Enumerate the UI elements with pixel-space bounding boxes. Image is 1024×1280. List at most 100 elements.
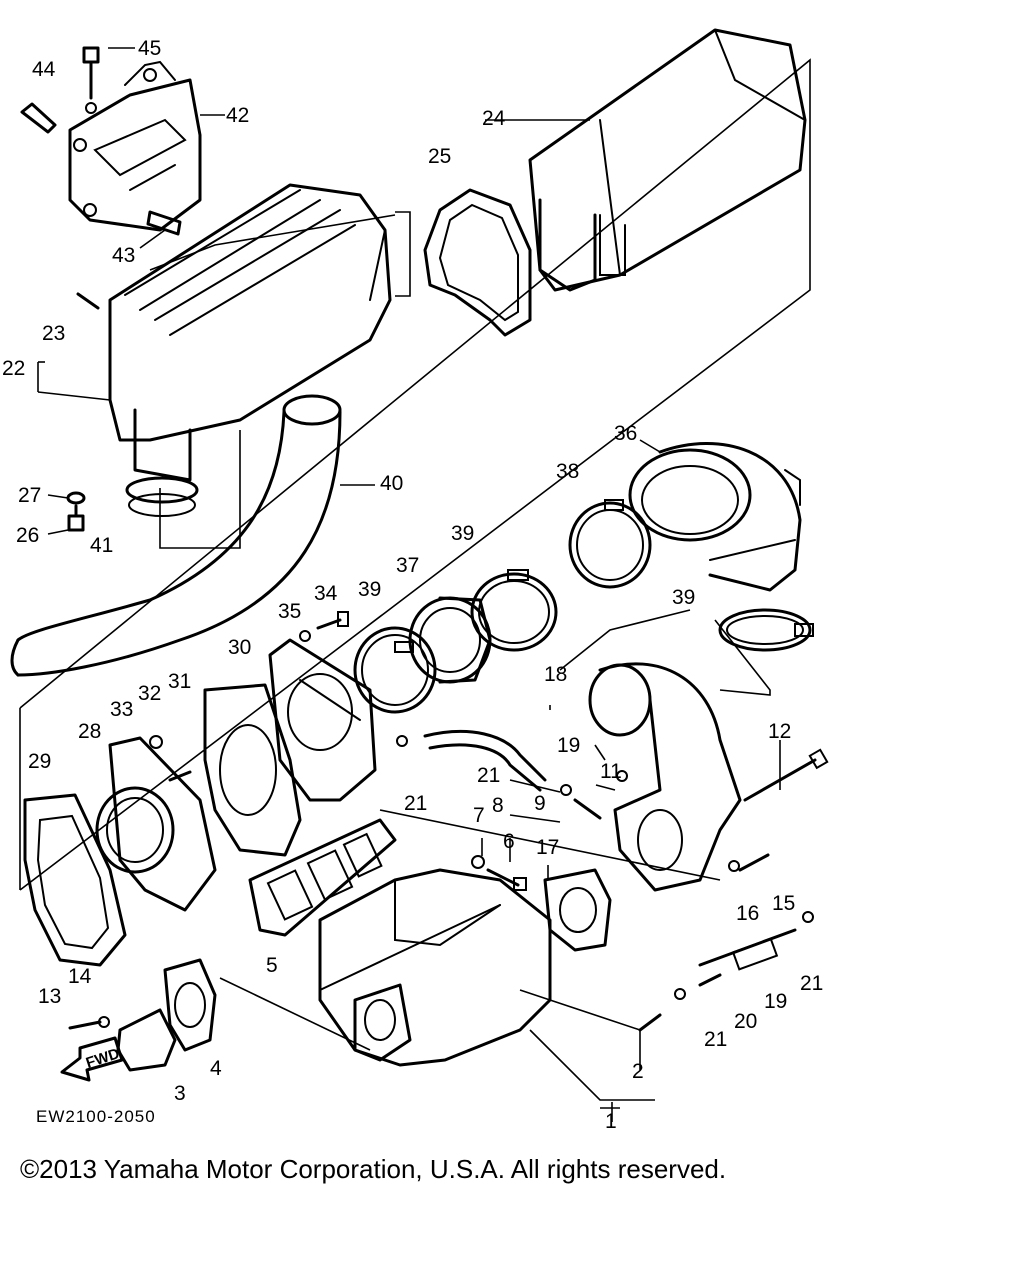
callout-40: 40	[380, 472, 403, 495]
callout-42: 42	[226, 104, 249, 127]
part-6-bolt	[486, 868, 527, 891]
callout-12: 12	[768, 720, 791, 743]
part-23-pin	[76, 292, 100, 310]
part-11-washer	[616, 770, 628, 782]
part-4-gasket	[163, 958, 217, 1052]
callout-5: 5	[266, 954, 278, 977]
part-34-bolt	[316, 611, 349, 630]
bolt-44	[20, 102, 57, 134]
part-15-bolt	[738, 853, 770, 872]
callout-32: 32	[138, 682, 161, 705]
part-24-silencer	[528, 28, 807, 292]
callout-25: 25	[428, 145, 451, 168]
part-21-clip-c	[674, 988, 686, 1000]
part-17-gasket	[543, 868, 612, 952]
svg-text:FWD: FWD	[84, 1045, 122, 1072]
callout-19a: 19	[557, 734, 580, 757]
part-38-clamp	[568, 499, 652, 589]
part-39-clamp-a	[470, 569, 558, 652]
callout-39c: 39	[672, 586, 695, 609]
callout-33: 33	[110, 698, 133, 721]
callout-2: 2	[632, 1060, 644, 1083]
part-1-manifold	[318, 868, 552, 1067]
copyright-notice: ©2013 Yamaha Motor Corporation, U.S.A. A…	[20, 1154, 727, 1184]
part-31-gasket	[203, 683, 302, 857]
callout-43: 43	[112, 244, 135, 267]
part-22-housing	[108, 183, 392, 517]
callout-27: 27	[18, 484, 41, 507]
callout-19b: 19	[764, 990, 787, 1013]
callout-4: 4	[210, 1057, 222, 1080]
part-7-washer	[471, 855, 485, 869]
part-36-elbow	[628, 442, 802, 592]
part-21-clip-d	[802, 911, 814, 923]
part-32-bolt	[168, 770, 192, 782]
part-9-nipple	[573, 798, 602, 820]
callout-23: 23	[42, 322, 65, 345]
callout-15: 15	[772, 892, 795, 915]
callout-1: 1	[605, 1110, 617, 1133]
part-19-sensor	[698, 928, 797, 971]
part-2-plug	[638, 1013, 662, 1032]
part-8-outlet-elbow	[588, 662, 742, 892]
callout-44: 44	[32, 58, 56, 81]
part-25-gasket	[423, 188, 532, 337]
callout-22: 22	[2, 357, 25, 380]
callout-9: 9	[534, 792, 546, 815]
callout-28: 28	[78, 720, 101, 743]
part-12-bolt	[743, 748, 829, 802]
callout-21b: 21	[477, 764, 500, 787]
callout-38: 38	[556, 460, 579, 483]
callout-3: 3	[174, 1082, 186, 1105]
callout-20: 20	[734, 1010, 757, 1033]
part-39-clamp-c	[718, 608, 814, 652]
fwd-arrow: FWD	[60, 1036, 124, 1082]
part-16-washer	[728, 860, 740, 872]
callout-7: 7	[473, 804, 485, 827]
callout-37: 37	[396, 554, 419, 577]
callout-35: 35	[278, 600, 301, 623]
part-13-bolt	[68, 1020, 102, 1030]
callout-24: 24	[482, 107, 506, 130]
part-21-clip-a	[396, 735, 408, 747]
callout-17: 17	[536, 836, 559, 859]
callout-26: 26	[16, 524, 39, 547]
guide-lines	[19, 58, 811, 1101]
callout-21a: 21	[404, 792, 427, 815]
callout-18: 18	[544, 663, 567, 686]
part-28-housing	[95, 736, 217, 912]
callout-16: 16	[736, 902, 759, 925]
part-30-mount	[268, 638, 377, 802]
bolt-43	[146, 210, 182, 236]
callout-29: 29	[28, 750, 51, 773]
callout-30: 30	[228, 636, 251, 659]
part-35-washer	[299, 630, 311, 642]
part-33-washer	[149, 735, 163, 749]
callout-34: 34	[314, 582, 338, 605]
callout-leaders	[37, 47, 781, 1122]
callout-14: 14	[68, 965, 92, 988]
callout-39b: 39	[358, 578, 381, 601]
part-40-hose	[10, 394, 342, 677]
callout-21c: 21	[704, 1028, 727, 1051]
callout-31: 31	[168, 670, 191, 693]
callout-6: 6	[503, 830, 515, 853]
part-29-gasket	[23, 793, 127, 967]
part-3-cover	[116, 1008, 177, 1072]
callout-39a: 39	[451, 522, 474, 545]
callout-labels: 1 2 3 4 5 6 7 8 9 11 12 13 14 15 16 17 1…	[2, 37, 823, 1133]
exploded-parts-diagram: FWD	[2, 28, 829, 1133]
callout-13: 13	[38, 985, 61, 1008]
bolt-45	[82, 46, 100, 114]
callout-11: 11	[600, 760, 622, 783]
callout-21d: 21	[800, 972, 823, 995]
callout-41: 41	[90, 534, 113, 557]
part-27-washer	[66, 491, 86, 505]
part-42-bracket	[68, 60, 202, 232]
callout-8: 8	[492, 794, 504, 817]
part-18-hose	[423, 729, 547, 792]
part-39-clamp-b	[353, 626, 437, 714]
part-37-coupler	[408, 596, 492, 684]
part-20-sensor-body	[698, 973, 722, 987]
callout-36: 36	[614, 422, 637, 445]
